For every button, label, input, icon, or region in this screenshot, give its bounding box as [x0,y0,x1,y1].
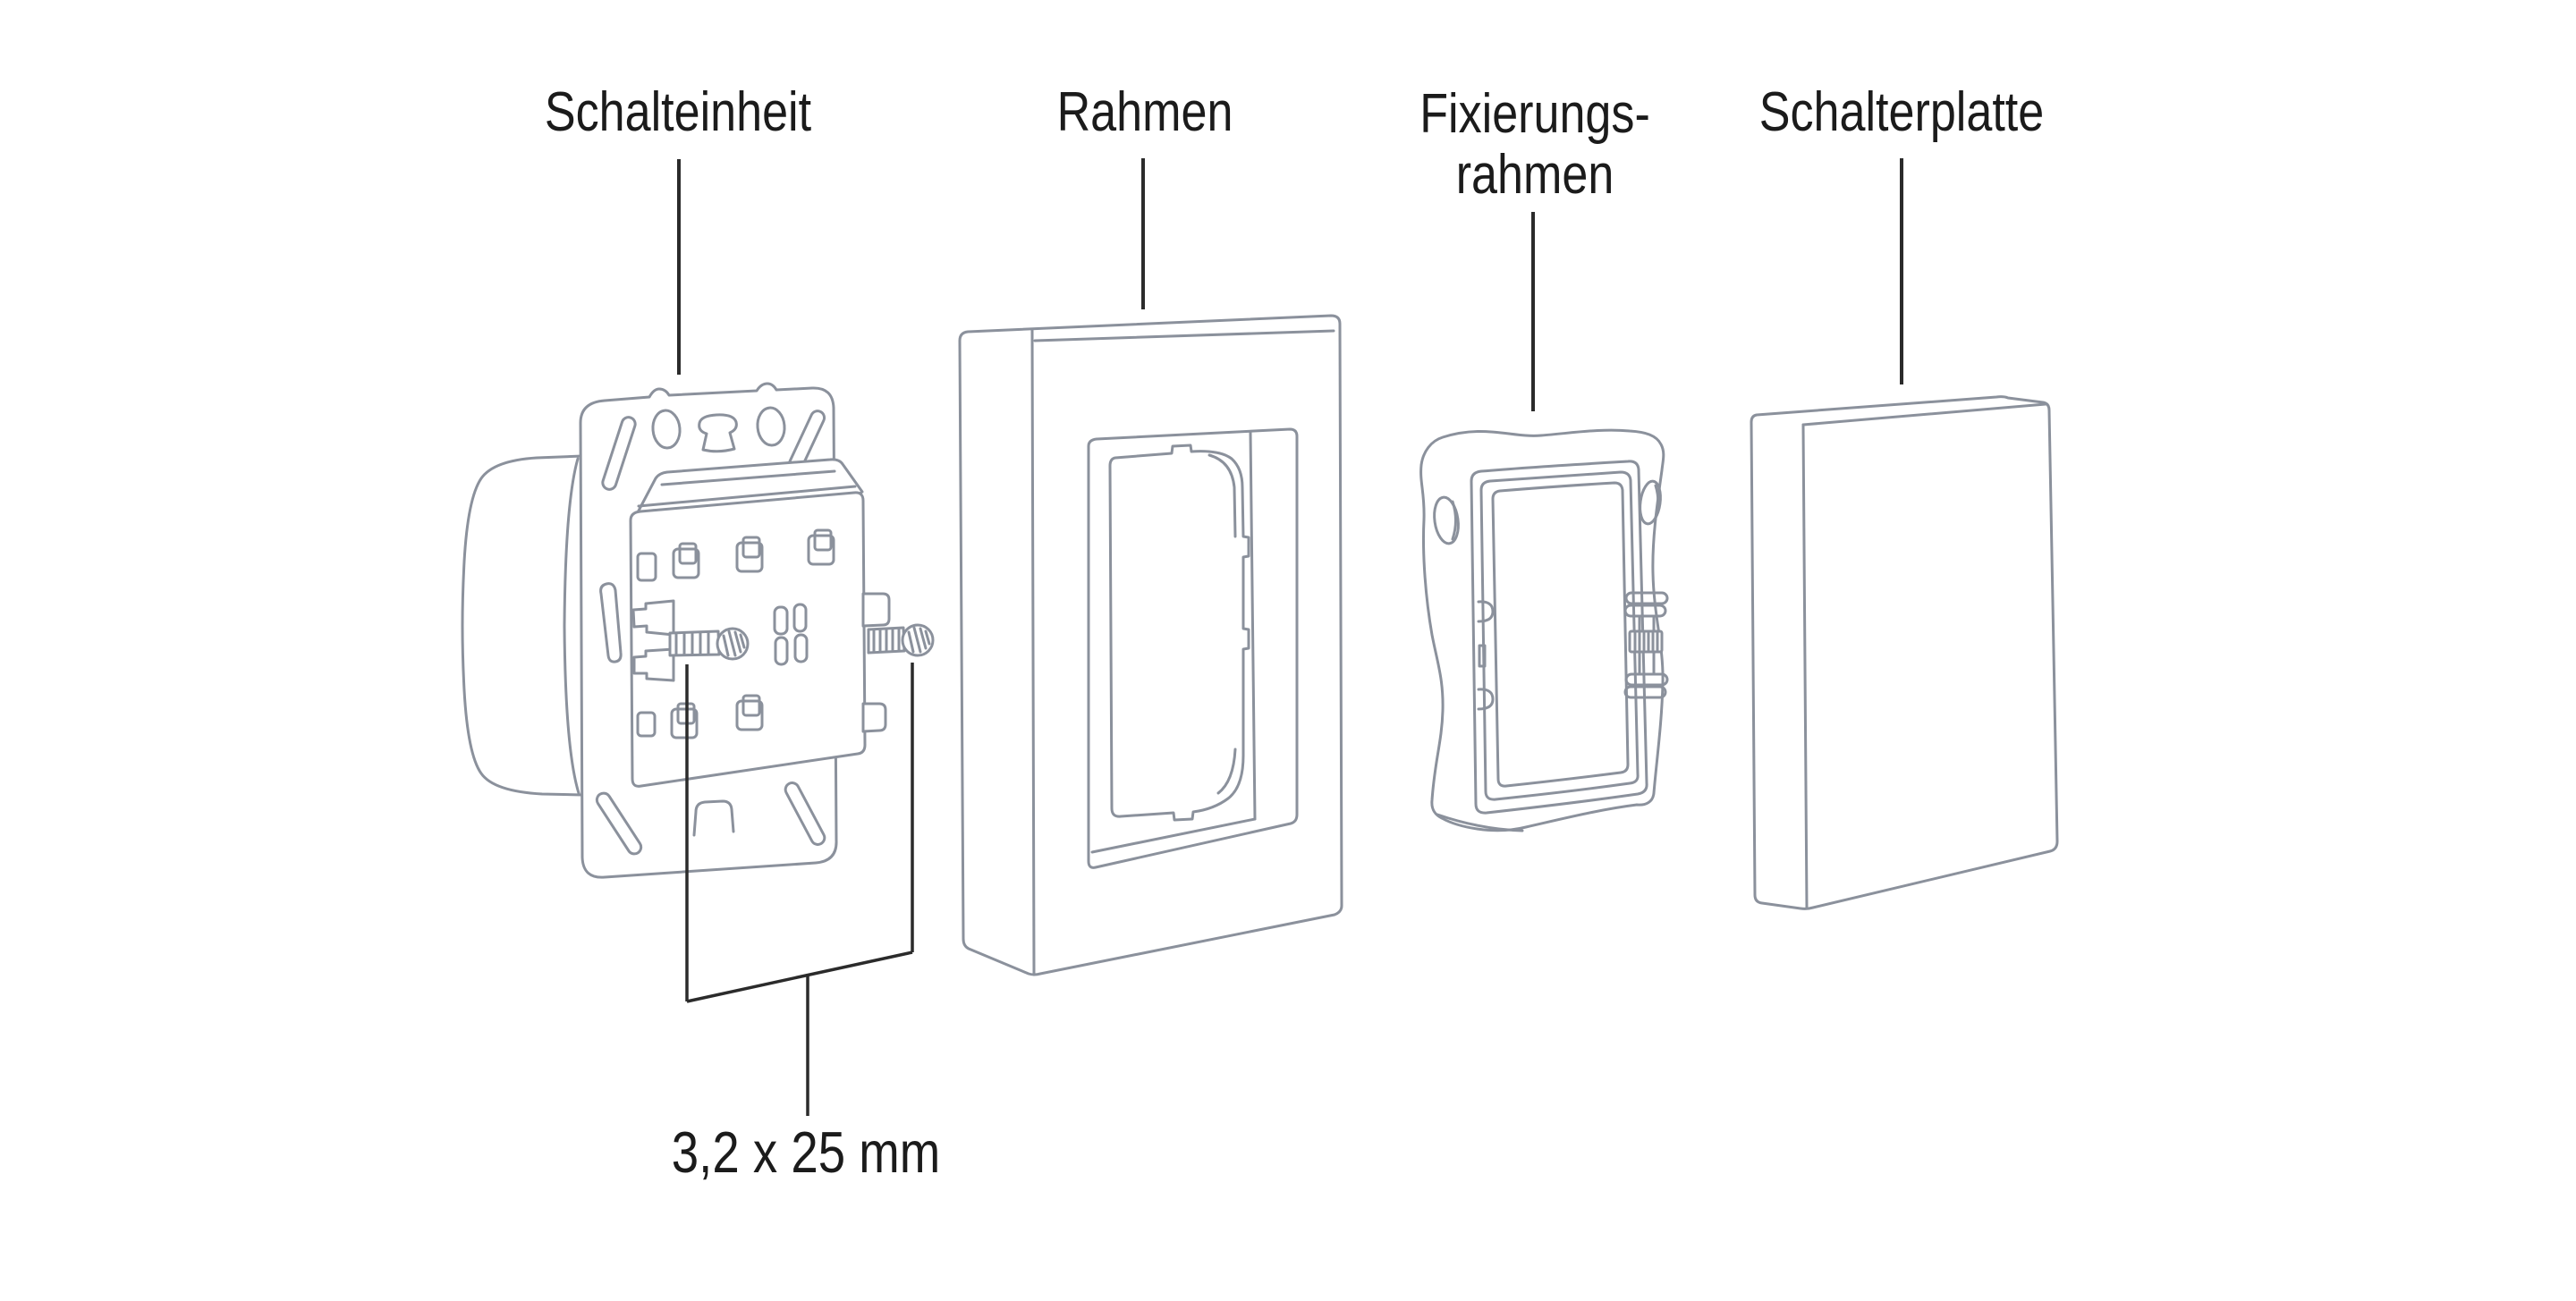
frame-seat-ridge-bottom [1216,748,1237,795]
tab-right-lower [861,702,887,733]
plate-corner-slot-bl [595,791,643,856]
plate-center-lug [698,413,738,453]
switch-body-lid-inner [660,469,836,486]
frame-recess-bottom-wall [1090,817,1257,854]
label-schalteinheit: Schalteinheit [544,81,812,143]
label-rahmen: Rahmen [1056,81,1233,143]
switch-plate-top-edge [1801,402,2047,427]
fixing-frame-boss-left [1433,495,1460,545]
switch-plate-corner-edge [1801,423,1809,910]
fixing-frame-tab-left-upper [1477,600,1495,623]
dimension-leader-join [686,950,913,1003]
fixing-frame-rim-outer [1470,460,1648,815]
plate-bottom-tab [692,799,735,837]
fixing-frame-clamp [1623,591,1669,699]
frame-opening [1087,427,1299,869]
label-fixierungsrahmen-line1: Fixierungs- [1419,83,1650,145]
plate-oval-hole-right [756,406,786,447]
terminal-clamps-top [636,528,835,582]
label-fixierungsrahmen-line2: rahmen [1455,144,1614,206]
plate-keyhole-slot [599,582,623,663]
claw-left-upper [631,599,675,637]
frame-drawing [958,314,1343,976]
switch-unit-drawing [461,382,935,879]
claw-left-lower [632,647,675,682]
label-fixierungsrahmen: Fixierungs-rahmen [1309,84,1760,206]
fixing-frame-tab-left-lower [1477,688,1495,711]
frame-seat-ridge-top [1208,453,1237,538]
frame-recess-right-wall [1249,431,1257,821]
tab-right-upper [861,592,891,628]
leader-lines [677,158,1903,1116]
screw-right [867,623,935,657]
plate-oval-hole-left [651,409,682,450]
screw-left [668,627,750,661]
fixing-frame-boss-left-shade [1451,500,1457,541]
frame-outline [958,314,1343,976]
label-screw-dimension: 3,2 x 25 mm [671,1119,941,1185]
frame-corner-edge [1030,327,1036,976]
dimension-leaders [685,663,914,1116]
label-schalterplatte: Schalterplatte [1758,81,2045,143]
plate-corner-slot-br [784,781,826,846]
plate-corner-slot-tl [601,416,637,491]
switch-body-bevel [637,485,857,508]
fixing-frame-boss-right-shade [1653,484,1660,522]
fixing-frame-left-notch [1478,644,1487,668]
fixing-frame-bottom-depth [1436,813,1524,832]
switch-plate-drawing [1750,395,2059,910]
fixing-frame-drawing [1419,428,1669,832]
mount-can-outline [461,454,584,797]
fixing-frame-rim-mid [1479,470,1640,801]
fixing-frame-opening [1491,481,1630,788]
mount-can-rim [563,457,580,795]
frame-seat-contour [1108,444,1250,822]
frame-top-bevel [1033,329,1335,342]
release-slots [773,603,809,666]
switch-plate-outline [1750,395,2059,910]
